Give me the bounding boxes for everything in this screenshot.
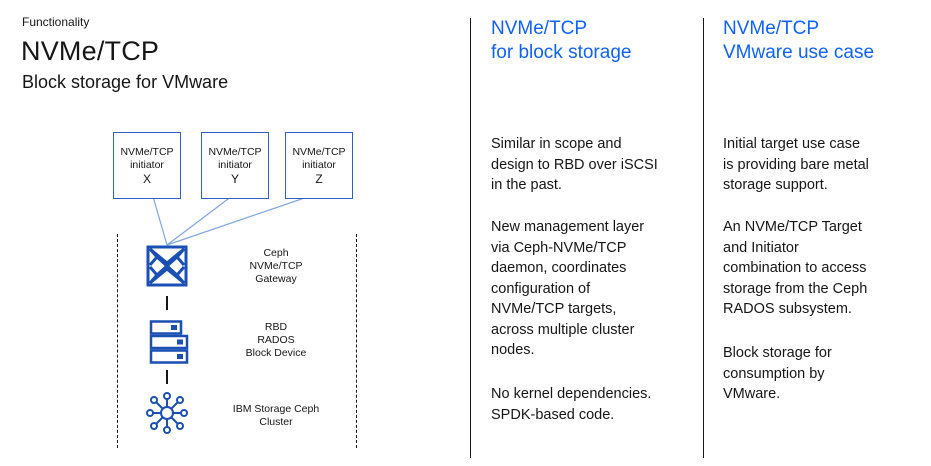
- column-title-vmware-use-case: NVMe/TCP VMware use case: [723, 17, 874, 65]
- text-line: Initial target use case: [723, 136, 861, 152]
- text-line: daemon, coordinates: [491, 260, 627, 276]
- label-line: Cluster: [259, 416, 293, 428]
- initiator-line2: initiator: [218, 159, 252, 171]
- eyebrow-label: Functionality: [22, 15, 90, 29]
- text-line: via Ceph-NVMe/TCP: [491, 239, 627, 256]
- text-line: across multiple cluster: [491, 321, 635, 338]
- text-line: design to RBD over iSCSI: [491, 156, 658, 173]
- paragraph: An NVMe/TCP Target and Initiator combina…: [723, 217, 867, 320]
- title-line: NVMe/TCP: [723, 18, 820, 39]
- text-line: New management layer: [491, 219, 645, 235]
- text-line: NVMe/TCP targets,: [491, 301, 617, 317]
- column-divider: [470, 18, 471, 458]
- layer-connector: [166, 296, 168, 310]
- label-line: Ceph: [263, 247, 289, 259]
- label-line: NVMe/TCP: [249, 260, 303, 272]
- layer-connector: [166, 370, 168, 384]
- text-line: is providing bare metal: [723, 156, 869, 173]
- initiator-line1: NVMe/TCP: [208, 146, 262, 158]
- initiator-letter: Z: [315, 172, 323, 186]
- text-line: Similar in scope and: [491, 136, 622, 152]
- paragraph: No kernel dependencies. SPDK-based code.: [491, 384, 651, 425]
- initiator-line1: NVMe/TCP: [120, 146, 174, 158]
- text-line: storage from the Ceph: [723, 280, 868, 297]
- column-title-block-storage: NVMe/TCP for block storage: [491, 17, 631, 65]
- text-line: An NVMe/TCP Target: [723, 219, 862, 235]
- label-line: RBD: [264, 321, 288, 333]
- text-line: configuration of: [491, 280, 591, 297]
- title-line: VMware use case: [723, 42, 875, 63]
- initiator-line2: initiator: [302, 159, 336, 171]
- gateway-icon: [146, 245, 188, 287]
- text-line: SPDK-based code.: [491, 406, 615, 423]
- cluster-network-icon: [146, 392, 188, 434]
- title-line: NVMe/TCP: [491, 18, 588, 39]
- initiator-letter: Y: [230, 172, 239, 186]
- page-subtitle: Block storage for VMware: [22, 72, 229, 92]
- paragraph: New management layer via Ceph-NVMe/TCP d…: [491, 217, 644, 361]
- initiator-letter: X: [142, 172, 151, 186]
- cluster-boundary-right: [356, 234, 357, 448]
- text-line: No kernel dependencies.: [491, 386, 652, 402]
- cluster-boundary-left: [117, 234, 118, 448]
- label-line: Gateway: [255, 273, 297, 285]
- gateway-label: Ceph NVMe/TCP Gateway: [226, 247, 326, 286]
- server-stack-icon: [149, 320, 189, 364]
- text-line: Block storage for: [723, 345, 832, 361]
- initiator-box-z: NVMe/TCP initiator Z: [285, 132, 353, 199]
- initiator-line2: initiator: [130, 159, 164, 171]
- rbd-label: RBD RADOS Block Device: [226, 321, 326, 360]
- column-divider: [703, 18, 704, 458]
- text-line: storage support.: [723, 177, 828, 193]
- label-line: IBM Storage Ceph: [232, 403, 320, 415]
- paragraph: Initial target use case is providing bar…: [723, 134, 869, 196]
- text-line: VMware.: [723, 386, 781, 402]
- text-line: consumption by: [723, 365, 825, 382]
- text-line: nodes.: [491, 342, 535, 358]
- text-line: RADOS subsystem.: [723, 301, 852, 317]
- label-line: Block Device: [245, 347, 307, 359]
- initiator-box-y: NVMe/TCP initiator Y: [201, 132, 269, 199]
- paragraph: Similar in scope and design to RBD over …: [491, 134, 658, 196]
- initiator-line1: NVMe/TCP: [292, 146, 346, 158]
- text-line: and Initiator: [723, 239, 799, 256]
- text-line: in the past.: [491, 177, 562, 193]
- cluster-label: IBM Storage Ceph Cluster: [226, 403, 326, 429]
- title-line: for block storage: [491, 42, 632, 63]
- page-title: NVMe/TCP: [21, 36, 160, 66]
- paragraph: Block storage for consumption by VMware.: [723, 343, 832, 405]
- label-line: RADOS: [257, 334, 295, 346]
- initiator-box-x: NVMe/TCP initiator X: [113, 132, 181, 199]
- text-line: combination to access: [723, 260, 867, 276]
